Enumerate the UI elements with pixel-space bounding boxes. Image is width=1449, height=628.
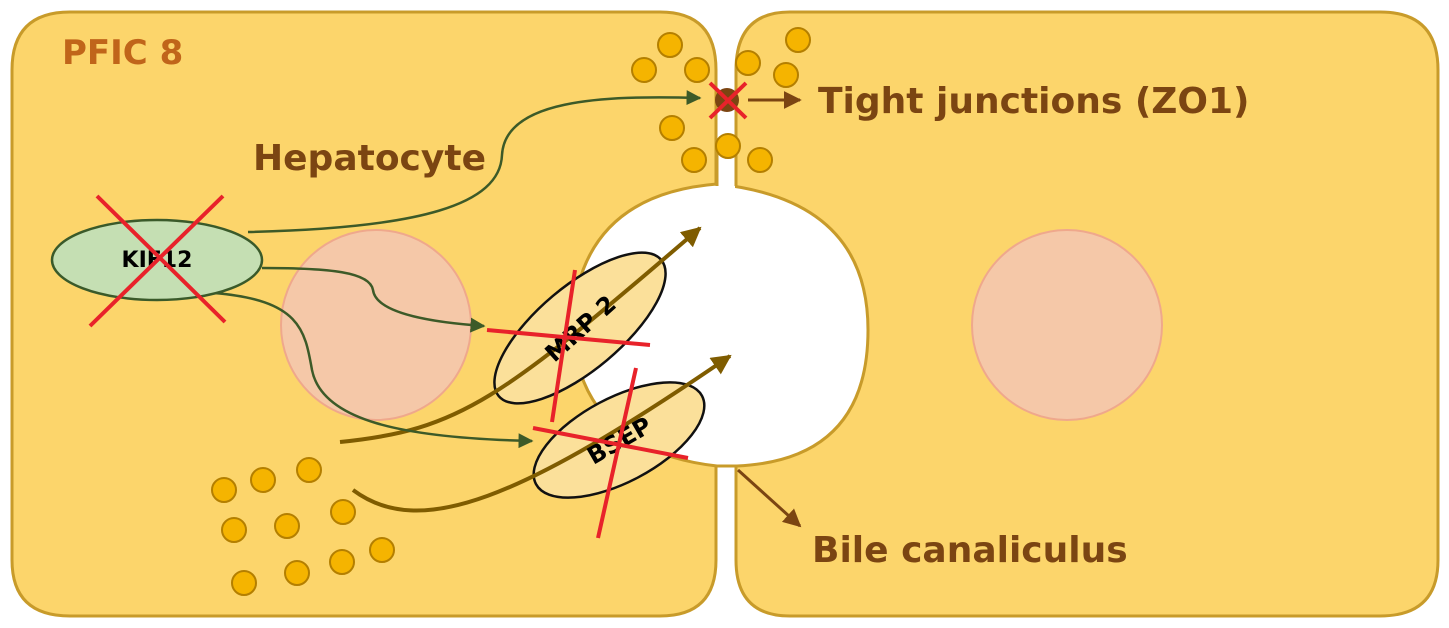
junction-vesicles (631, 27, 811, 173)
cytoplasm-vesicles (211, 457, 395, 596)
hepatocyte-label: Hepatocyte (253, 138, 486, 179)
bsep-transport-arrow (351, 354, 732, 513)
bile-canaliculus-pointer (736, 468, 802, 528)
kif12-to-tight-junction-arrow (247, 90, 702, 234)
kif12-cross-icon (88, 194, 227, 328)
zo1-cross-icon (708, 81, 748, 120)
bile-canaliculus-label: Bile canaliculus (812, 530, 1128, 571)
kif12-to-mrp2-arrow (261, 266, 486, 333)
mrp2-transport-arrow (339, 226, 702, 444)
junction-gap (718, 150, 735, 190)
kif12-to-bsep-arrow (213, 291, 534, 449)
diagram-title: PFIC 8 (62, 33, 183, 73)
left-nucleus (280, 229, 472, 421)
bsep-cross-icon (532, 367, 689, 539)
tight-junctions-label: Tight junctions (ZO1) (818, 81, 1250, 122)
right-nucleus (971, 229, 1163, 421)
mrp2-cross-icon (486, 269, 651, 423)
